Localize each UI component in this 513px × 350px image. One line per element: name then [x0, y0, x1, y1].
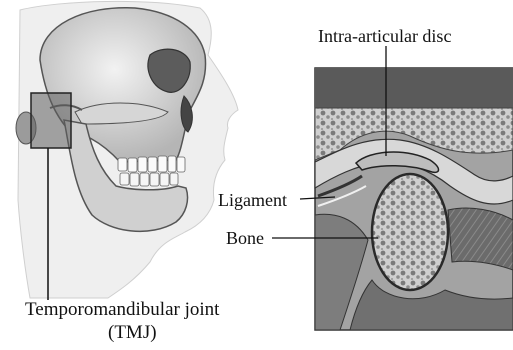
condyle-bone — [372, 174, 448, 290]
bone-label: Bone — [226, 228, 264, 248]
lower-teeth — [120, 173, 178, 186]
tmj-label-line1: Temporomandibular joint — [25, 300, 219, 320]
joint-cross-section-illustration — [272, 46, 513, 330]
tmj-highlight-box — [31, 93, 71, 148]
ligament-label: Ligament — [218, 190, 287, 210]
temporal-bone-cortex — [315, 68, 513, 108]
tmj-label-line2: (TMJ) — [108, 323, 157, 343]
upper-teeth — [118, 156, 185, 172]
disc-label: Intra-articular disc — [318, 26, 451, 46]
lateral-pterygoid-muscle — [448, 208, 513, 270]
